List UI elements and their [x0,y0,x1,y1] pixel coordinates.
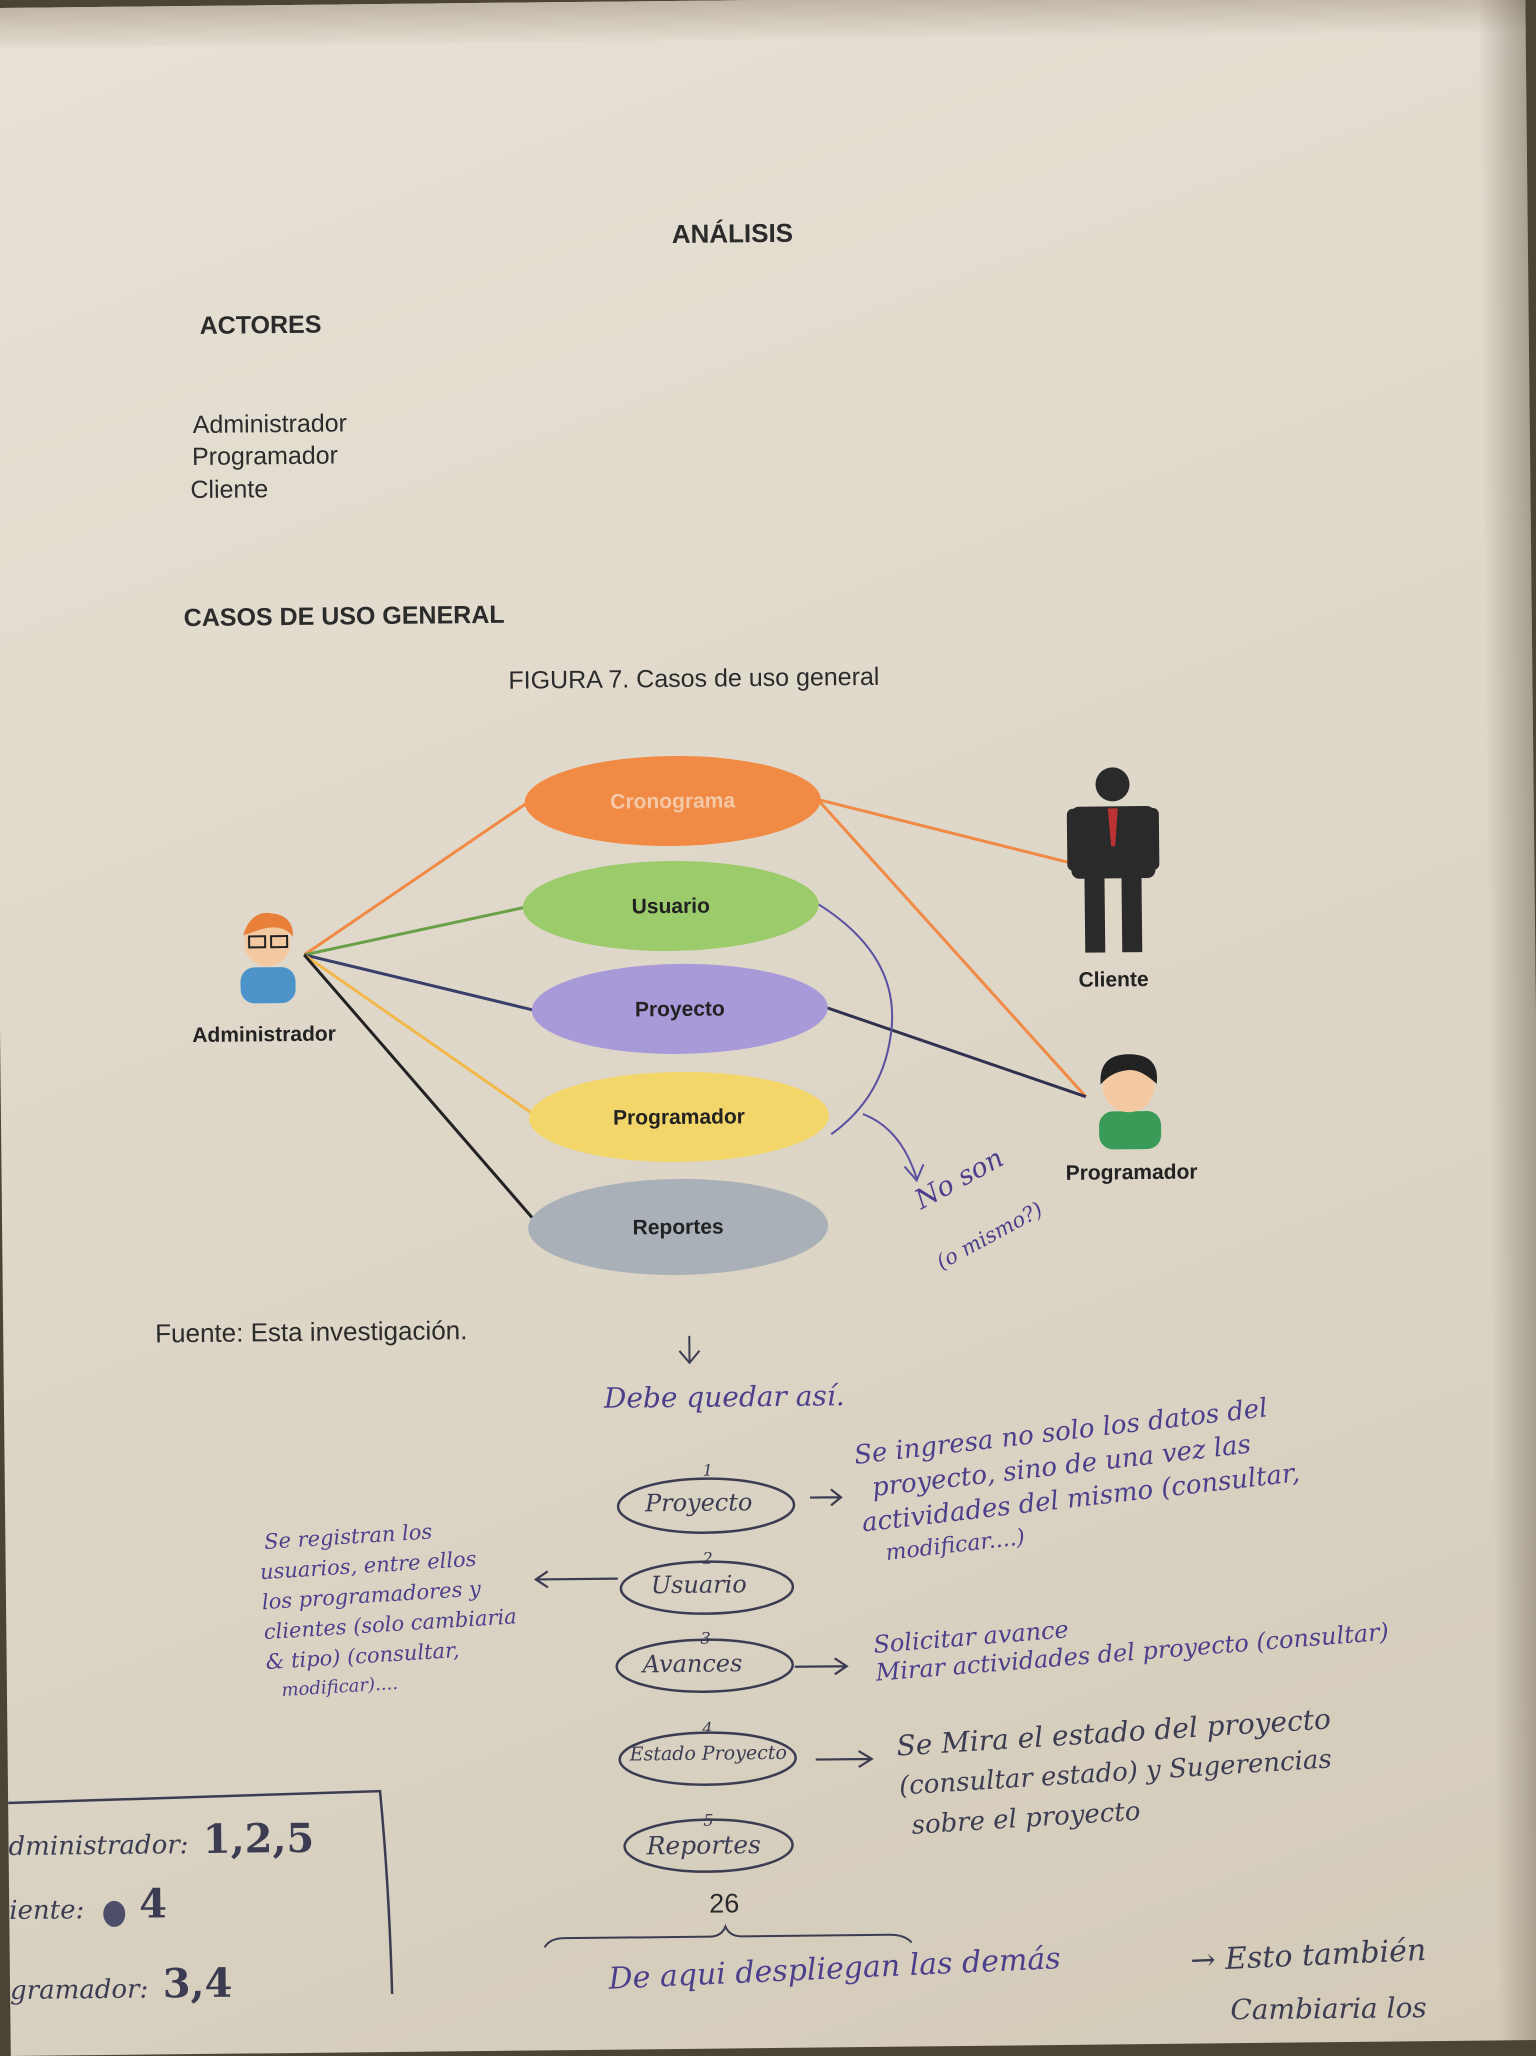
client-actor-icon [1066,767,1160,953]
association-lines [303,798,1087,1219]
use-case-programador: Programador [528,1071,829,1162]
admin-actor-label: Administrador [192,1023,336,1048]
role-row: gramador: 3,4 [10,1959,316,2026]
line-cronograma-cliente [817,798,1071,865]
role-cases: 4 [138,1880,168,1928]
case-label: Avances [642,1649,743,1679]
case-number: 1 [702,1460,713,1480]
case-label: Reportes [646,1830,762,1861]
case-label: Proyecto [644,1488,753,1518]
note-usuario: Se registran los usuarios, entre ellos l… [257,1511,521,1707]
client-actor-label: Cliente [1078,968,1148,992]
arrow-right-icon [815,1750,874,1769]
role-cases: 3,4 [162,1959,233,2008]
source-note: Fuente: Esta investigación. [155,1315,468,1349]
handwritten-bracket [818,903,894,1136]
down-arrow-icon [678,1335,701,1365]
line-admin-programador [303,953,532,1114]
note-bottom-arrow: Cambiaria los [1230,1991,1427,2027]
use-case-label: Reportes [632,1215,723,1239]
note-debe-quedar: Debe quedar así. [603,1379,845,1415]
use-case-label: Usuario [632,895,710,919]
scribble-mark [102,1900,125,1927]
case-label: Estado Proyecto [629,1741,787,1766]
role-row: iente: 4 [9,1879,316,1962]
role-cases: 1,2,5 [202,1814,315,1863]
administrator-actor-icon [240,912,296,1004]
case-number: 2 [702,1548,713,1568]
arrow-right-icon [794,1657,849,1676]
role-row: dministrador: 1,2,5 [8,1815,314,1882]
brace-icon [543,1923,913,1948]
page-number: 26 [709,1888,740,1919]
line-admin-proyecto [303,953,536,1012]
line-proyecto-programador [825,1005,1087,1099]
use-case-label: Proyecto [635,997,725,1021]
case-number: 4 [702,1718,713,1738]
case-number: 3 [700,1628,711,1648]
line-admin-reportes [303,953,534,1219]
programmer-actor-icon [1099,1054,1162,1150]
role-name: gramador: [9,1974,149,2006]
handwritten-ovals [615,1477,797,1873]
line-admin-cronograma [303,801,529,957]
roles-box-border [8,1789,394,1995]
use-case-proyecto: Proyecto [531,963,828,1054]
role-name: dministrador: [8,1830,189,1862]
roles-box: dministrador: 1,2,5 iente: 4 gramador: 3… [8,1815,316,2026]
use-case-reportes: Reportes [528,1178,829,1275]
arrow-left-icon [533,1570,618,1589]
line-cronograma-programador [816,798,1087,1098]
handwritten-arrow [862,1113,918,1179]
case-label: Usuario [650,1570,747,1600]
use-case-cronograma: Cronograma [524,755,821,847]
role-name: iente: [9,1895,85,1926]
use-case-label: Cronograma [610,789,735,813]
case-number: 5 [703,1810,714,1830]
arrow-right-icon [809,1488,843,1507]
programmer-actor-label: Programador [1066,1161,1198,1185]
use-case-label: Programador [613,1105,745,1129]
line-admin-usuario [303,906,525,957]
use-case-usuario: Usuario [522,860,819,952]
